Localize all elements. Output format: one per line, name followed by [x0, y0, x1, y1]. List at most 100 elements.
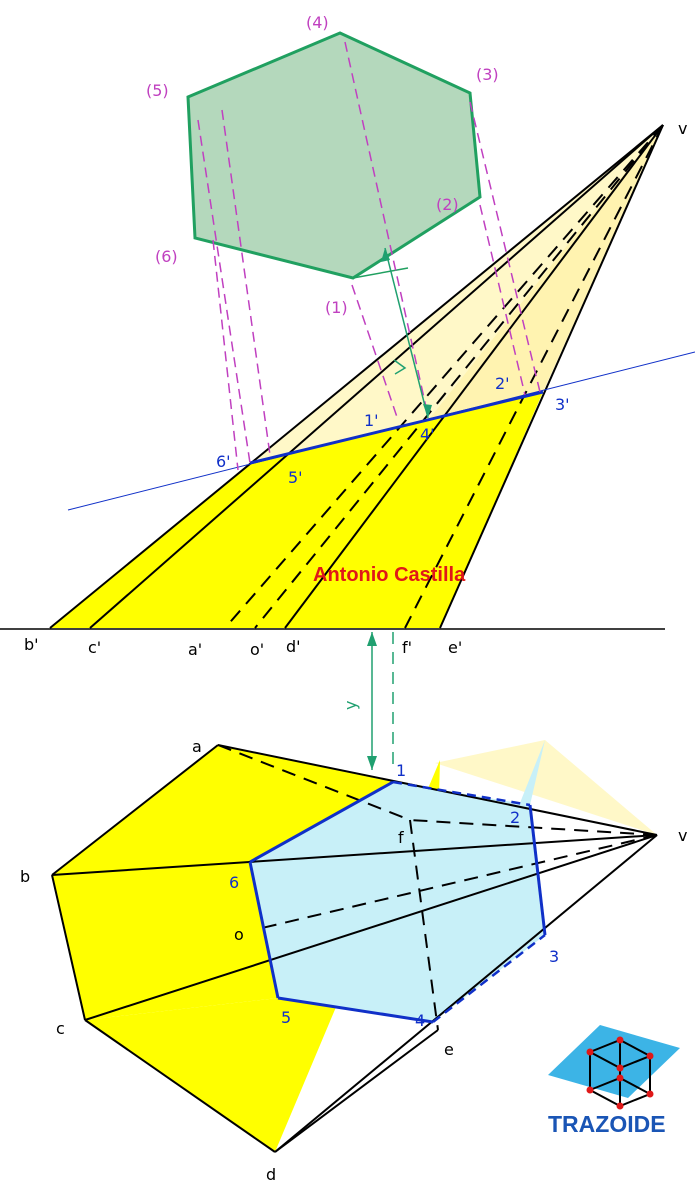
projector-6b: [212, 239, 239, 471]
logo-base-plate: [548, 1025, 680, 1098]
label-true-5: (5): [146, 81, 169, 100]
label-d: d: [266, 1165, 276, 1184]
elevation-hidden-edges: [224, 124, 664, 629]
plan-edge-af-hidden: [217, 744, 411, 821]
label-4-prime: 4': [420, 425, 435, 444]
plan-edge-vc: [84, 834, 658, 1021]
plan-section-4-3-hidden: [432, 934, 546, 1023]
plan-edge-vb: [51, 834, 658, 876]
label-5-prime: 5': [288, 468, 303, 487]
label-plan-2: 2: [510, 808, 520, 827]
projector-lines: [197, 41, 541, 471]
distance-arrow-upper: [384, 247, 429, 419]
edge-va-hidden: [224, 124, 664, 629]
edge-vc: [89, 124, 664, 629]
plan-section-5-4: [277, 996, 434, 1024]
plan-edge-de: [274, 1029, 439, 1153]
plan-face-bottom-left: [52, 862, 278, 1020]
label-o: o: [234, 925, 244, 944]
elevation-section-segment: [249, 390, 544, 465]
lower-arrowhead-top: [367, 632, 377, 646]
label-true-4: (4): [306, 13, 329, 32]
logo-cube-nodes: [586, 1036, 654, 1110]
distance-y-glyph: [393, 359, 407, 375]
elevation-section-labels: 1' 2' 3' 4' 5' 6': [216, 374, 570, 487]
edge-vf-hidden: [404, 124, 664, 629]
label-c-prime: c': [88, 638, 101, 657]
label-plan-5: 5: [281, 1008, 291, 1027]
true-shape-tick: [352, 267, 409, 279]
true-shape-polygon: [186, 31, 482, 280]
plan-edge-ab: [51, 744, 219, 876]
label-v-elevation: v: [678, 119, 687, 138]
label-e: e: [444, 1040, 454, 1059]
label-6-prime: 6': [216, 452, 231, 471]
true-shape-labels: (1) (2) (3) (4) (5) (6): [146, 13, 499, 317]
plan-edge-cd: [84, 1019, 276, 1153]
plan-section-edges: [248, 780, 547, 1024]
edge-vd: [284, 124, 664, 629]
projector-2: [479, 204, 526, 396]
distance-arrowhead-bottom: [423, 404, 432, 418]
label-plan-3: 3: [549, 947, 559, 966]
projector-1: [351, 284, 399, 421]
edge-ve: [439, 124, 664, 629]
plan-section-1-6: [249, 780, 394, 864]
elevation-lower-body: [50, 392, 543, 628]
label-2-prime: 2': [495, 374, 510, 393]
projector-5: [221, 109, 271, 456]
label-a-prime: a': [188, 640, 202, 659]
edge-vo-axis: [254, 124, 664, 629]
projector-3: [469, 101, 541, 393]
plan-distance-marker: [367, 632, 394, 770]
plan-section-2-3: [528, 804, 547, 936]
label-c: c: [56, 1019, 65, 1038]
elevation-view: [0, 124, 695, 630]
elevation-lateral-edges: [49, 124, 664, 629]
plan-face-v-e: [435, 740, 657, 835]
projector-6: [197, 119, 251, 464]
logo-text: TRAZOIDE: [548, 1111, 666, 1137]
plan-base-edges: [51, 744, 439, 1153]
label-1-prime: 1': [364, 411, 379, 430]
label-a: a: [192, 737, 202, 756]
elevation-distance-marker: [381, 247, 432, 419]
label-true-3: (3): [476, 65, 499, 84]
author-credit: Antonio Castilla: [313, 564, 466, 586]
plan-face-bottom: [85, 760, 440, 1152]
distance-arrowhead-top: [381, 248, 390, 262]
elevation-base-labels: b' c' a' o' d' f' e': [24, 635, 462, 659]
label-v-plan: v: [678, 826, 687, 845]
label-e-prime: e': [448, 638, 462, 657]
label-b: b: [20, 867, 30, 886]
plan-edge-bc: [51, 874, 86, 1021]
plan-section-labels: 1 2 3 4 5 6: [229, 761, 559, 1030]
label-f: f: [398, 828, 404, 847]
plan-section-1-2-hidden: [392, 780, 531, 807]
plan-edge-vd: [274, 834, 658, 1153]
label-distance-y: y: [341, 701, 360, 710]
trazoide-logo: TRAZOIDE: [548, 1025, 680, 1137]
label-plan-6: 6: [229, 873, 239, 892]
label-o-prime: o': [250, 640, 264, 659]
plan-view: [52, 740, 657, 1152]
label-f-prime: f': [402, 638, 412, 657]
label-plan-4: 4: [415, 1011, 425, 1030]
label-true-2: (2): [436, 195, 459, 214]
label-plan-1: 1: [396, 761, 406, 780]
plan-base-labels: a b c d e f o: [20, 737, 454, 1184]
label-d-prime: d': [286, 637, 301, 656]
plan-section-hidden-edges: [392, 780, 546, 1023]
plan-section-polygon-fix: [250, 782, 545, 1022]
plan-edge-fe-hidden: [409, 819, 439, 1031]
label-b-prime: b': [24, 635, 39, 654]
label-3-prime: 3': [555, 395, 570, 414]
plan-face-left: [52, 745, 393, 875]
true-shape-hexagon: [186, 31, 482, 280]
label-true-6: (6): [155, 247, 178, 266]
label-true-1: (1): [325, 298, 348, 317]
plan-section-6-5: [248, 861, 280, 999]
edge-vb: [49, 124, 664, 629]
